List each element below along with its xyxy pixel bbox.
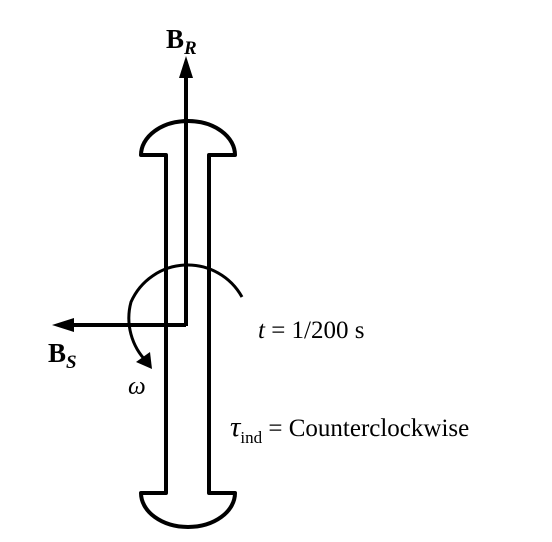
br-arrowhead: [179, 56, 193, 78]
rotation-arrowhead: [136, 352, 152, 369]
bs-label: BS: [48, 338, 77, 373]
bs-arrowhead: [52, 318, 74, 332]
br-label: BR: [166, 24, 197, 59]
omega-label: ω: [128, 373, 146, 400]
time-label: t = 1/200 s: [258, 317, 364, 344]
rotation-arc: [127, 263, 244, 364]
torque-label: τind = Counterclockwise: [230, 411, 469, 447]
rotor-outline: [139, 119, 237, 529]
